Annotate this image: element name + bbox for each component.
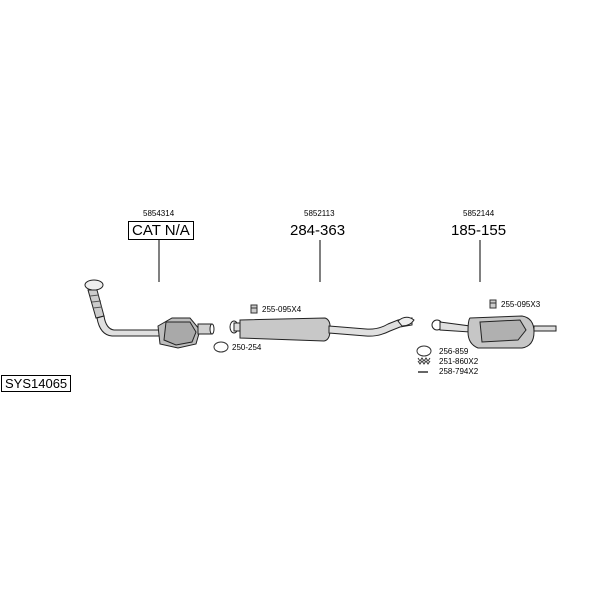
- front-pipe-catalyst-part: [84, 279, 215, 349]
- ring-mid-label: 250-254: [232, 343, 262, 352]
- clamp-mid-label: 255-095X4: [262, 305, 302, 314]
- gasket-rear-label: 256-859: [439, 347, 469, 356]
- spring-rear-icon: [417, 357, 431, 365]
- gasket-rear-icon: [416, 345, 432, 357]
- clamp-mid-icon: [250, 304, 258, 314]
- clamp-rear-label: 255-095X3: [501, 300, 541, 309]
- system-code: SYS14065: [1, 375, 72, 392]
- spring-rear-label: 251-860X2: [439, 357, 479, 366]
- part-number-rear: 5852144: [463, 209, 495, 218]
- ring-mid-icon: [213, 341, 229, 353]
- section-label-mid: 284-363: [290, 222, 346, 239]
- part-number-front: 5854314: [143, 209, 175, 218]
- middle-silencer-part: [229, 316, 415, 342]
- clamp-rear-icon: [489, 299, 497, 309]
- section-label-front: CAT N/A: [128, 221, 194, 240]
- rear-silencer-part: [431, 315, 557, 349]
- part-number-mid: 5852113: [304, 209, 335, 218]
- bolt-rear-label: 258-794X2: [439, 367, 479, 376]
- section-label-rear: 185-155: [451, 222, 507, 239]
